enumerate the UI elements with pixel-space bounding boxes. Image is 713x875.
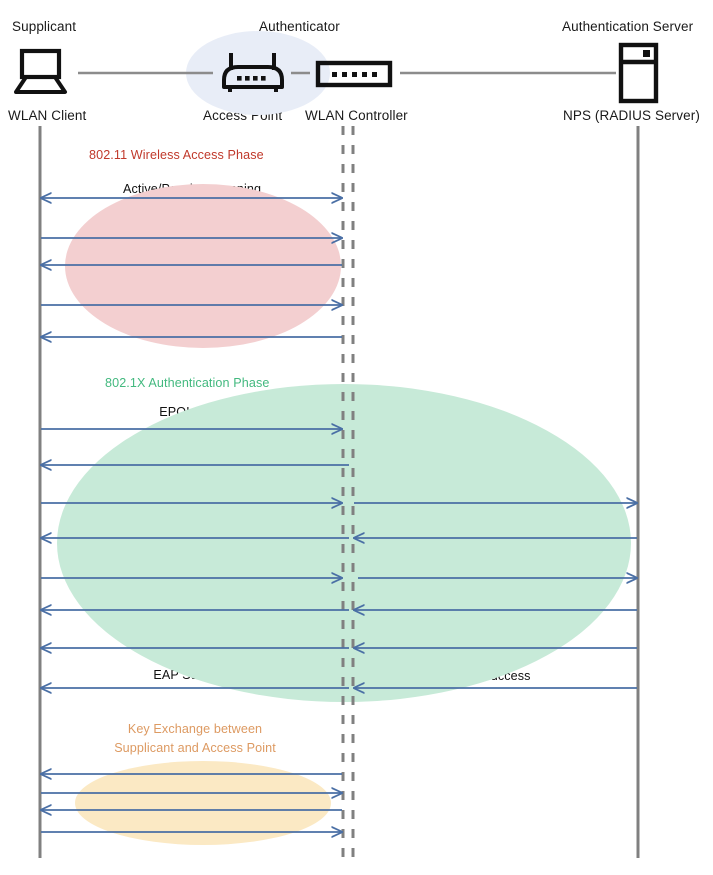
actor-device-wlan-controller: WLAN Controller xyxy=(305,108,408,123)
phase-caption-key-exchange-line1: Key Exchange between xyxy=(127,722,263,736)
phase-ellipse-key-exchange xyxy=(75,761,331,845)
phase-caption-key-exchange-line2: Supplicant and Access Point xyxy=(114,741,276,755)
phase-ellipse-8021x xyxy=(57,384,631,702)
server-icon xyxy=(618,42,659,104)
wlan-controller-icon xyxy=(315,60,393,88)
authenticator-group-halo xyxy=(186,31,330,115)
actor-role-authenticator: Authenticator xyxy=(259,19,340,34)
actor-device-nps-radius-server: NPS (RADIUS Server) xyxy=(563,108,700,123)
actor-role-authentication-server: Authentication Server xyxy=(562,19,694,34)
laptop-icon xyxy=(14,48,67,94)
access-point-icon xyxy=(222,53,284,92)
phase-caption-8021x: 802.1X Authentication Phase xyxy=(105,376,270,390)
phase-caption-80211: 802.11 Wireless Access Phase xyxy=(89,148,264,162)
phase-ellipse-80211 xyxy=(65,184,341,348)
actor-device-wlan-client: WLAN Client xyxy=(8,108,87,123)
actor-role-supplicant: Supplicant xyxy=(12,19,77,34)
